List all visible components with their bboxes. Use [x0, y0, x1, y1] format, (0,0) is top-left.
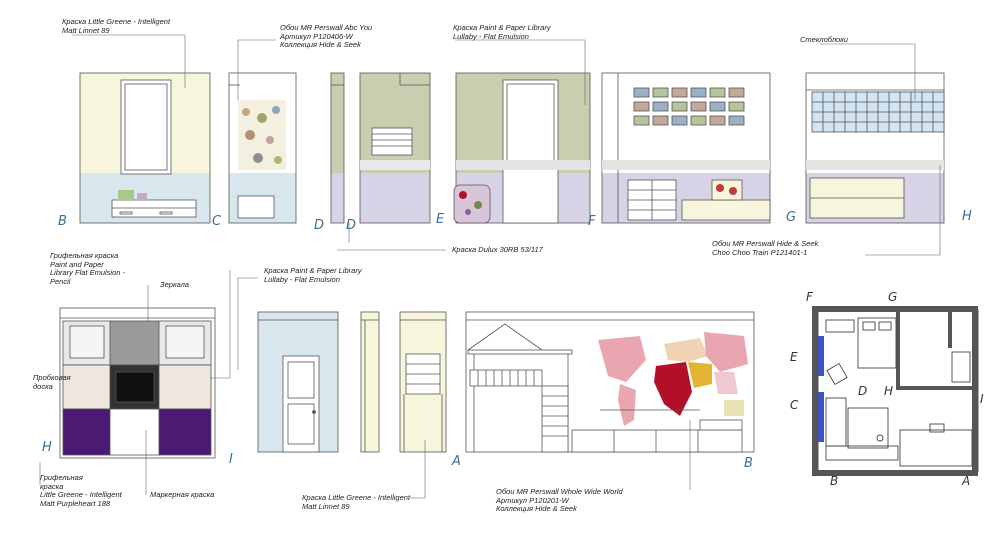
floral-armchair	[453, 184, 491, 224]
plan-letter-d: D	[858, 384, 868, 398]
plan-letter-g: G	[888, 290, 898, 304]
elevation-b-c	[79, 72, 211, 224]
leader-lines-row1	[72, 34, 941, 256]
elevation-narrow-cream	[360, 311, 380, 453]
elevation-loft-worldmap	[465, 311, 755, 453]
label-paint-lullaby-mid: Краска Paint & Paper Library Lullaby - F…	[264, 266, 362, 284]
label-chalk-purple: Грифельная краска Little Greene - Intell…	[40, 473, 122, 508]
leader-lines-row2	[39, 270, 691, 499]
alphabet-wallpaper	[238, 100, 286, 170]
view-letter-h-top: H	[962, 209, 972, 224]
label-wallpaper-abc: Обои MR Perswall Abc You Артикул P120406…	[280, 23, 373, 50]
world-map-wallpaper	[598, 332, 748, 426]
label-chalk-paint: Грифельная краска Paint and Paper Librar…	[50, 251, 126, 286]
plan-letter-a: A	[962, 474, 971, 488]
view-letter-a-bottom: A	[452, 454, 461, 469]
elevation-c-d	[228, 72, 297, 224]
plan-letter-e: E	[790, 350, 798, 364]
elevation-d-e	[359, 72, 431, 224]
view-letter-e-top: E	[436, 212, 445, 227]
plan-letter-f: F	[806, 290, 813, 304]
view-letter-d-top: D	[314, 218, 325, 233]
label-paint-linnet-top: Краска Little Greene - Intelligent Matt …	[62, 17, 171, 35]
view-letter-g-top: G	[786, 210, 797, 225]
view-letter-i-bottom: I	[229, 452, 233, 467]
elevation-d-narrow	[330, 72, 345, 224]
elevation-door-wall	[257, 311, 339, 453]
plan-letter-c: C	[790, 398, 799, 412]
elevation-g-h	[805, 72, 945, 224]
label-wallpaper-choo: Обои MR Perswall Hide & Seek Choo Choo T…	[712, 239, 819, 257]
view-letter-b-bottom: B	[744, 456, 753, 471]
label-marker-paint: Маркерная краска	[150, 490, 215, 499]
label-mirrors: Зеркала	[160, 280, 189, 289]
label-paint-dulux: Краска Dulux 30RB 53/117	[452, 245, 543, 254]
label-paint-linnet-bottom: Краска Little Greene - Intelligent Matt …	[302, 493, 411, 511]
plan-letter-b: B	[830, 474, 839, 488]
view-letter-h-bottom: H	[42, 440, 52, 455]
label-paint-lullaby-top: Краска Paint & Paper Library Lullaby - F…	[453, 23, 551, 41]
view-letter-b-top: B	[58, 214, 67, 229]
floor-plan	[812, 306, 979, 476]
elevation-h-i	[59, 307, 216, 459]
label-glass-blocks: Стеклоблоки	[800, 35, 848, 44]
picture-frames-grid	[633, 87, 745, 126]
label-wallpaper-world: Обои MR Perswall Whole Wide World Артику…	[496, 487, 623, 514]
view-letter-d-top-2: D	[346, 218, 357, 233]
plan-letter-h: H	[884, 384, 894, 398]
elevation-shelving-a	[399, 311, 447, 453]
glass-blocks-grid	[811, 91, 945, 133]
elevation-e-f	[453, 72, 591, 224]
elevation-f-g	[601, 72, 771, 224]
view-letter-f-top: F	[588, 214, 596, 229]
view-letter-c-top: C	[212, 214, 222, 229]
plan-letter-i: I	[980, 392, 984, 406]
label-cork-board: Пробковая доска	[33, 373, 71, 391]
